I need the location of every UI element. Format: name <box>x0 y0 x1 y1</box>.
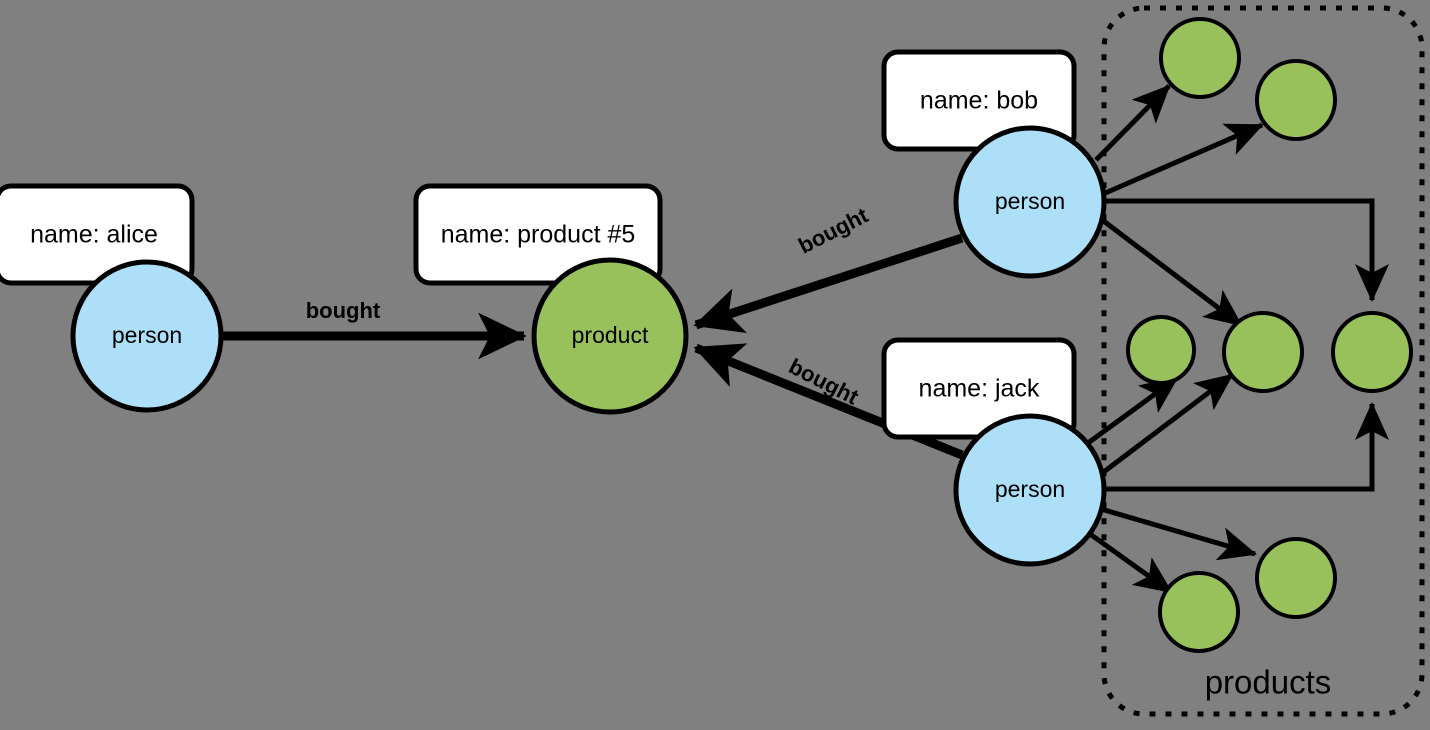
product-node-4[interactable] <box>1222 311 1304 393</box>
products-cluster-boundary <box>1101 5 1425 717</box>
node-product5-circle[interactable] <box>531 257 689 415</box>
edge-bob-to-product-b <box>1102 122 1264 197</box>
property-box-alice: name: alice <box>0 183 195 286</box>
property-box-product5-text: name: product #5 <box>441 221 636 249</box>
edge-bob-bought-product <box>693 233 964 333</box>
node-alice-label: person <box>112 322 182 348</box>
cluster-product-nodes <box>1126 17 1413 653</box>
node-jack-circle[interactable] <box>953 413 1107 567</box>
edge-label-bob-bought: bought <box>794 202 872 258</box>
edge-bob-to-product-a <box>1094 84 1171 162</box>
product-node-3[interactable] <box>1126 315 1196 385</box>
product-node-7[interactable] <box>1255 537 1337 619</box>
property-box-jack-text: name: jack <box>919 375 1040 403</box>
node-alice-circle[interactable] <box>70 259 224 413</box>
products-cluster-label: products <box>1205 664 1332 701</box>
product-node-2[interactable] <box>1255 59 1337 141</box>
jack-outgoing-edges <box>1086 373 1389 595</box>
edge-jack-to-product-b <box>1099 373 1234 476</box>
product-node-5[interactable] <box>1331 311 1413 393</box>
node-jack[interactable]: person <box>953 413 1107 567</box>
edge-jack-to-product-c <box>1104 401 1389 492</box>
edge-bob-to-product-c <box>1104 198 1389 303</box>
node-bob[interactable]: person <box>953 125 1107 279</box>
edge-jack-to-product-e <box>1088 531 1173 595</box>
product-node-6[interactable] <box>1158 571 1240 653</box>
node-bob-label: person <box>995 188 1065 214</box>
node-product5[interactable]: product <box>531 257 689 415</box>
node-product5-label: product <box>572 322 649 348</box>
node-jack-label: person <box>995 476 1065 502</box>
node-bob-circle[interactable] <box>953 125 1107 279</box>
bob-outgoing-edges <box>1094 84 1389 327</box>
node-alice[interactable]: person <box>70 259 224 413</box>
product-node-1[interactable] <box>1159 17 1241 99</box>
property-box-alice-text: name: alice <box>30 221 158 249</box>
edge-label-alice-bought: bought <box>306 298 381 323</box>
edge-jack-to-product-a <box>1086 375 1179 446</box>
property-box-bob-text: name: bob <box>920 87 1038 115</box>
edge-bob-to-product-d <box>1095 214 1243 327</box>
edge-jack-to-product-d <box>1100 506 1257 561</box>
